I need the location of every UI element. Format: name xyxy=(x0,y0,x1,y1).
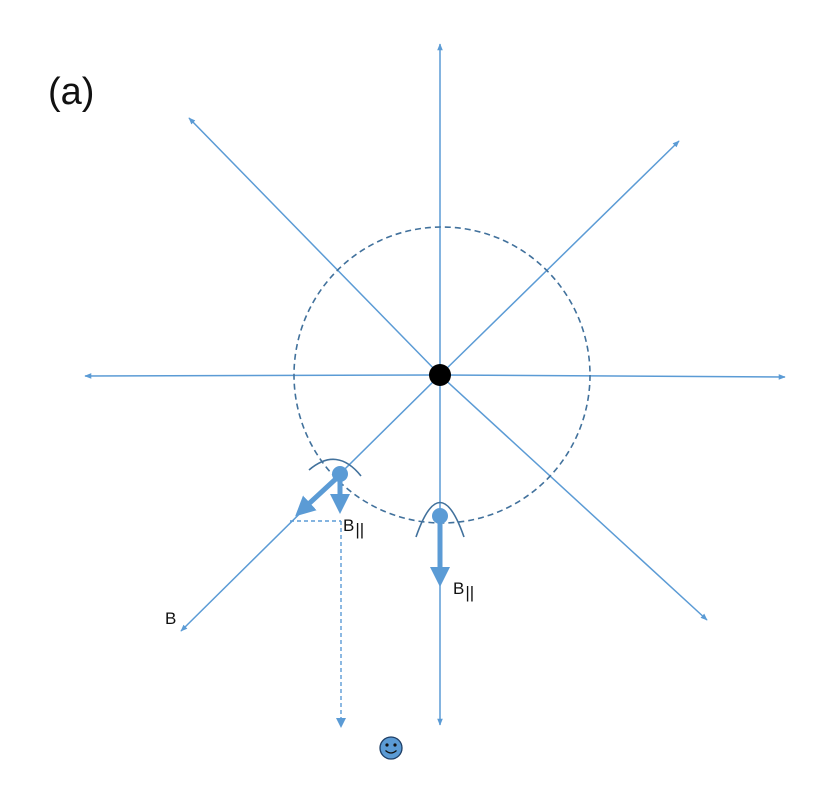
b-parallel-right-main: B xyxy=(453,579,464,598)
field-line-right xyxy=(439,374,786,380)
b-parallel-right-sub: || xyxy=(465,583,474,602)
field-line-left xyxy=(84,373,441,379)
left-particle xyxy=(332,466,348,482)
right-particle xyxy=(432,508,448,524)
right-emission-cone xyxy=(415,501,465,538)
left-projection-arrowhead xyxy=(336,718,346,728)
central-charge xyxy=(429,364,451,386)
b-parallel-left-sub: || xyxy=(355,520,364,539)
left-particle-group xyxy=(290,458,362,728)
smiley-face-icon xyxy=(379,736,403,760)
panel-label: (a) xyxy=(48,71,94,113)
b-parallel-right-label: B|| xyxy=(453,579,474,602)
right-particle-group xyxy=(415,501,465,587)
left-emission-cone xyxy=(308,458,362,477)
field-line-down-right xyxy=(439,374,708,621)
field-line-up-right xyxy=(439,140,680,376)
b-field-label: B xyxy=(165,609,176,628)
b-parallel-left-main: B xyxy=(343,516,354,535)
left-b-arrow xyxy=(295,473,342,517)
field-line-up-left xyxy=(188,117,441,376)
b-parallel-left-label: B|| xyxy=(343,516,364,539)
